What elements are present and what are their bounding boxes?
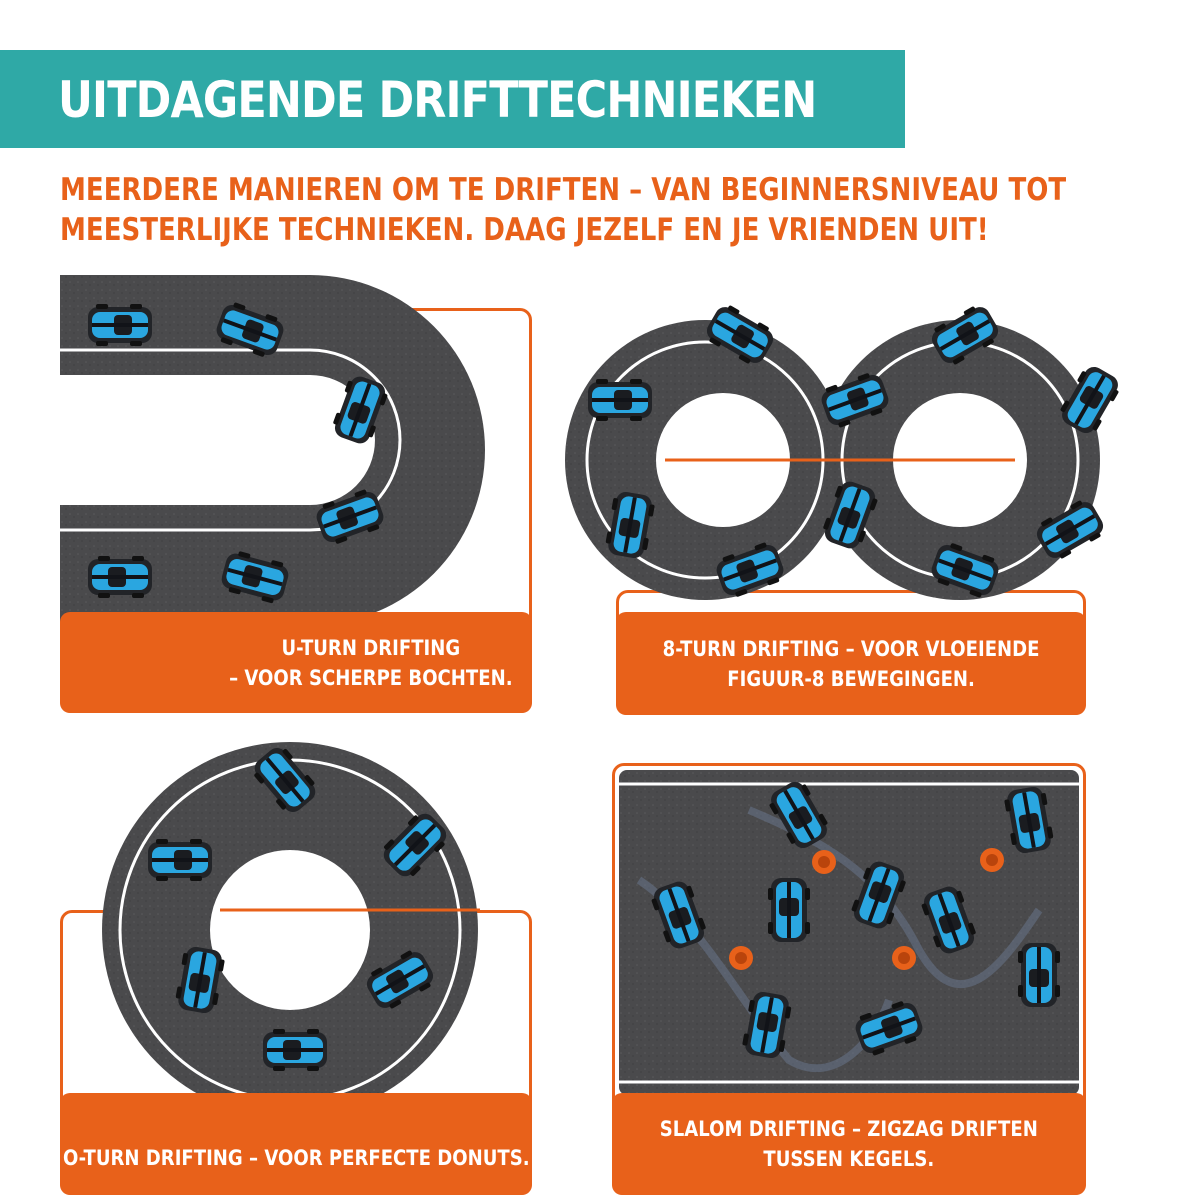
page-subtitle: MEERDERE MANIEREN OM TE DRIFTEN – VAN BE… xyxy=(60,170,1067,250)
page-title: UITDAGENDE DRIFTTECHNIEKEN xyxy=(58,71,817,129)
eightturn-caption-line-2: FIGUUR-8 BEWEGINGEN. xyxy=(727,666,975,691)
subtitle-line-1: MEERDERE MANIEREN OM TE DRIFTEN – VAN BE… xyxy=(60,172,1067,208)
uturn-caption: U-TURN DRIFTING – VOOR SCHERPE BOCHTEN. xyxy=(60,612,532,713)
uturn-track xyxy=(60,275,485,625)
oturn-caption: O-TURN DRIFTING – VOOR PERFECTE DONUTS. xyxy=(60,1093,532,1195)
slalom-caption-line-2: TUSSEN KEGELS. xyxy=(763,1147,935,1171)
rc-car-icon xyxy=(588,379,652,421)
traffic-cone-icon xyxy=(812,850,836,874)
slalom-track xyxy=(619,770,1079,1095)
eightturn-caption: 8-TURN DRIFTING – VOOR VLOEIENDE FIGUUR-… xyxy=(616,612,1086,715)
eightturn-track xyxy=(565,300,1125,601)
rc-car-icon xyxy=(88,556,152,598)
rc-car-icon xyxy=(88,304,152,346)
slalom-caption-line-1: SLALOM DRIFTING – ZIGZAG DRIFTEN xyxy=(659,1117,1039,1141)
slalom-caption: SLALOM DRIFTING – ZIGZAG DRIFTEN TUSSEN … xyxy=(612,1093,1086,1195)
rc-car-icon xyxy=(148,839,212,881)
uturn-caption-line-1: U-TURN DRIFTING xyxy=(281,635,461,660)
rc-car-icon xyxy=(263,1029,327,1071)
traffic-cone-icon xyxy=(980,848,1004,872)
subtitle-line-2: MEESTERLIJKE TECHNIEKEN. DAAG JEZELF EN … xyxy=(60,212,989,248)
title-banner xyxy=(0,50,905,148)
traffic-cone-icon xyxy=(892,946,916,970)
traffic-cone-icon xyxy=(729,946,753,970)
oturn-caption-line-1: O-TURN DRIFTING – VOOR PERFECTE DONUTS. xyxy=(62,1146,530,1170)
eightturn-caption-line-1: 8-TURN DRIFTING – VOOR VLOEIENDE xyxy=(662,636,1040,661)
uturn-caption-line-2: – VOOR SCHERPE BOCHTEN. xyxy=(229,665,513,690)
rc-car-icon xyxy=(768,878,810,942)
rc-car-icon xyxy=(1018,943,1060,1007)
oturn-track xyxy=(102,741,480,1118)
